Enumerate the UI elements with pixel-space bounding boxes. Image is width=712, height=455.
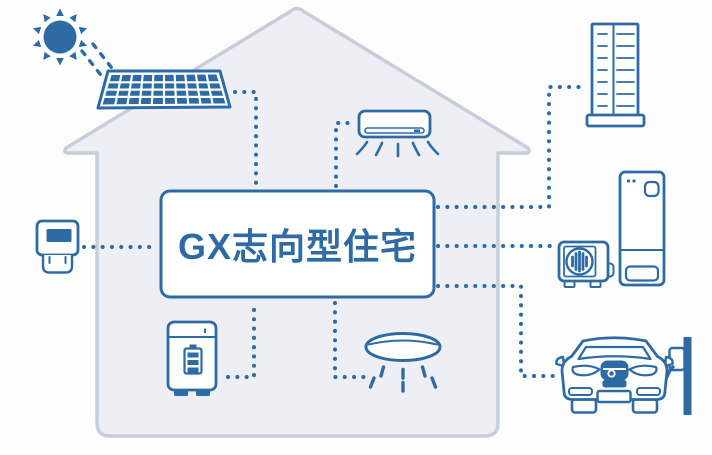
sun-rays bbox=[32, 8, 88, 66]
battery-glyph bbox=[183, 344, 203, 375]
air-conditioner-icon bbox=[355, 109, 440, 158]
solar-panel-icon bbox=[96, 69, 232, 110]
storage-battery-icon bbox=[166, 320, 218, 396]
connector-storage-battery bbox=[226, 301, 256, 379]
charging-plug bbox=[600, 360, 629, 381]
heat-pump-water-heater-icon bbox=[557, 170, 666, 288]
charging-post bbox=[683, 337, 692, 415]
ev-car bbox=[555, 336, 674, 414]
connector-air-conditioner bbox=[334, 121, 358, 188]
sunbeam-dashes bbox=[80, 42, 117, 81]
connector-ceiling-light bbox=[333, 301, 368, 379]
smart-meter-icon bbox=[35, 219, 80, 274]
title-box: GX志向型住宅 bbox=[160, 190, 435, 298]
airflow-lines bbox=[355, 140, 440, 158]
light-rays bbox=[368, 365, 438, 393]
server-rack-icon bbox=[585, 22, 646, 128]
title-box-frame bbox=[159, 189, 436, 299]
connector-solar-panel bbox=[233, 90, 258, 188]
sun-icon bbox=[32, 8, 117, 81]
outdoor-unit bbox=[557, 240, 615, 288]
headlights bbox=[571, 364, 658, 377]
ev-charging-icon bbox=[555, 336, 692, 415]
connector-server-rack bbox=[436, 85, 587, 209]
page-title: GX志向型住宅 bbox=[177, 226, 417, 267]
connector-lines bbox=[82, 85, 587, 379]
water-tank bbox=[618, 170, 666, 287]
ceiling-light-icon bbox=[364, 332, 442, 393]
